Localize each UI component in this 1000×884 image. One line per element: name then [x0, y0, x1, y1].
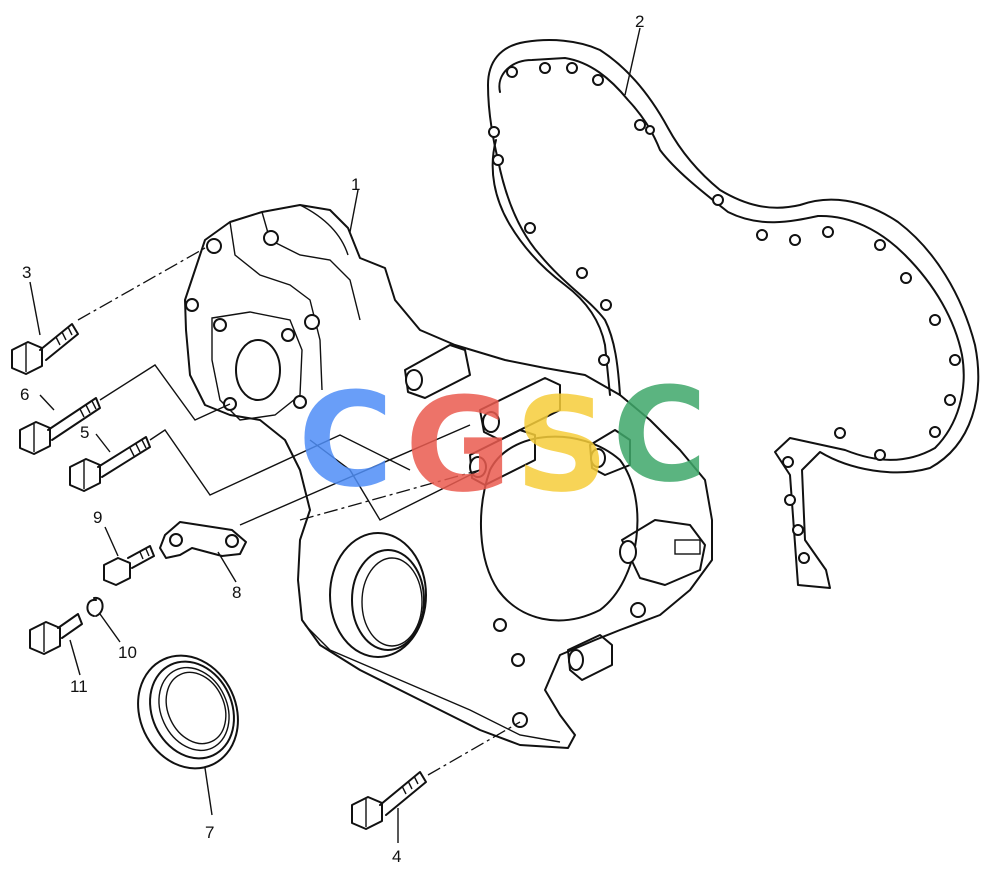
label-part-7: 7	[205, 823, 214, 842]
bolt-4	[351, 771, 427, 830]
bolt-9	[103, 545, 155, 586]
oil-seal-7	[137, 654, 239, 770]
gasket	[487, 39, 980, 589]
bolt-6	[19, 397, 101, 455]
label-part-1: 1	[351, 175, 360, 194]
watermark-letter-s: S	[515, 369, 609, 521]
watermark-letter-c2: C	[612, 359, 707, 511]
part-labels: 1 2 3 4 5 6 7 8 9 10 11	[20, 12, 644, 866]
label-part-4: 4	[392, 847, 401, 866]
label-part-10: 10	[118, 643, 137, 662]
label-part-11: 11	[70, 677, 88, 696]
label-part-6: 6	[20, 385, 29, 404]
watermark-letter-c1: C	[298, 364, 393, 516]
washer-10	[86, 596, 104, 617]
watermark-letter-g: G	[405, 369, 512, 521]
bolt-3	[11, 323, 79, 375]
label-part-9: 9	[93, 508, 102, 527]
timing-gear-case	[184, 204, 713, 749]
watermark-logo: C G S C	[298, 359, 707, 521]
bolt-5	[69, 436, 151, 492]
bolt-11	[29, 613, 83, 655]
label-part-3: 3	[22, 263, 31, 282]
label-part-8: 8	[232, 583, 241, 602]
leader-lines	[29, 27, 641, 843]
label-part-2: 2	[635, 12, 644, 31]
label-part-5: 5	[80, 423, 89, 442]
assembly-lines	[77, 247, 521, 776]
bracket-8	[159, 521, 247, 559]
